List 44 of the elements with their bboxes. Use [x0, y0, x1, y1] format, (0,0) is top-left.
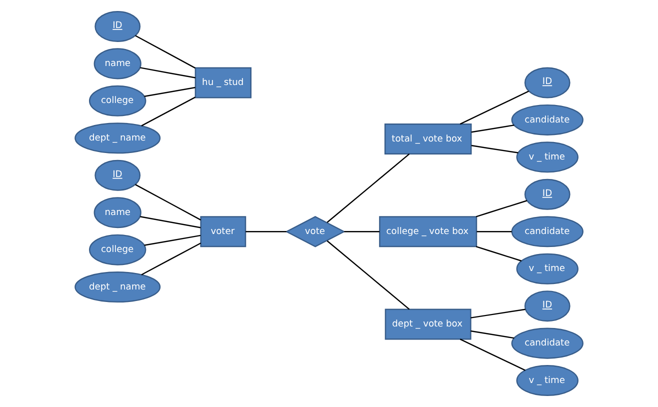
node-ellipse: name [94, 197, 142, 228]
connector [246, 231, 286, 232]
node-box: college _ vote box [379, 216, 478, 248]
connector [460, 338, 526, 371]
node-ellipse: ID [94, 160, 141, 191]
connector [135, 184, 202, 220]
connector [460, 90, 529, 125]
node-ellipse: candidate [511, 216, 584, 248]
connector [344, 231, 380, 232]
node-ellipse: dept _ name [74, 122, 161, 154]
connector [141, 242, 202, 276]
node-ellipse: candidate [511, 104, 584, 136]
node-box: hu _ stud [194, 67, 252, 98]
node-ellipse: candidate [511, 328, 584, 359]
connector [141, 96, 196, 126]
connector [470, 308, 526, 318]
connector [140, 67, 196, 78]
node-box: voter [200, 216, 246, 248]
node-diamond: vote [285, 216, 346, 248]
node-ellipse: ID [94, 10, 141, 42]
node-ellipse: college [88, 234, 146, 266]
node-ellipse: v _ time [516, 253, 578, 284]
node-ellipse: v _ time [516, 142, 578, 173]
connector [326, 240, 410, 310]
connector [326, 153, 410, 223]
connector [135, 35, 196, 69]
node-ellipse: v _ time [516, 365, 578, 396]
connector [144, 86, 196, 97]
connector [471, 124, 514, 133]
node-box: dept _ vote box [384, 308, 472, 340]
connector [476, 231, 512, 232]
connector [470, 330, 514, 339]
node-ellipse: ID [524, 67, 570, 98]
node-ellipse: ID [524, 178, 570, 210]
node-ellipse: college [88, 85, 146, 116]
node-ellipse: dept _ name [74, 272, 161, 303]
connector [471, 144, 518, 154]
connector [476, 246, 522, 262]
connector [140, 216, 201, 228]
node-box: total _ vote box [384, 123, 472, 154]
connector [144, 234, 201, 246]
node-ellipse: name [94, 48, 142, 80]
node-ellipse: ID [524, 290, 570, 322]
connector [476, 200, 528, 218]
